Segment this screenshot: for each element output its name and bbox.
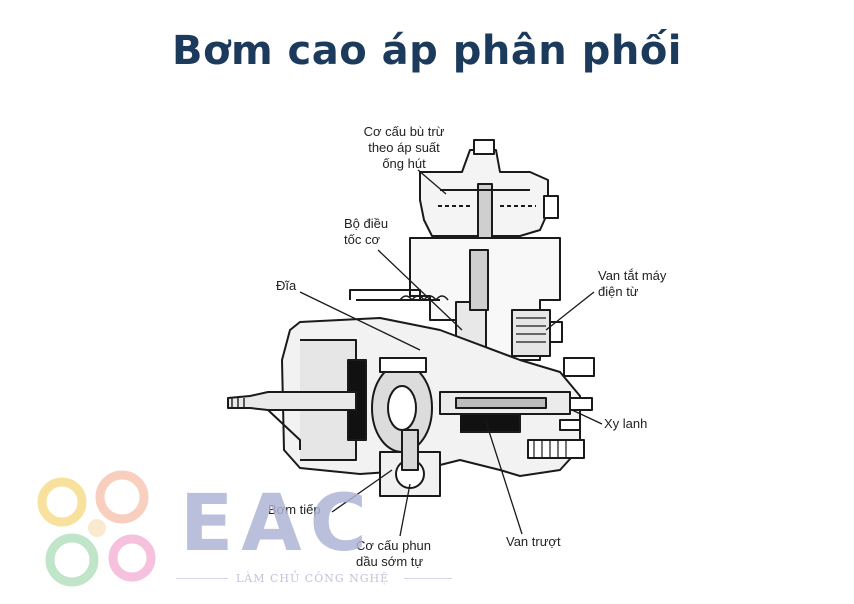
pump-body xyxy=(227,139,595,497)
label-timer: Cơ cấu phun dầu sớm tự xyxy=(356,538,432,569)
watermark-brand: EAC xyxy=(180,479,375,569)
tagline-rule-left xyxy=(176,578,228,579)
label-slide-valve: Van trượt xyxy=(506,534,561,549)
label-governor: Bộ điều tốc cơ xyxy=(344,216,389,247)
tagline-rule-right xyxy=(404,578,452,579)
label-disc: Đĩa xyxy=(276,278,297,293)
label-cylinder: Xy lanh xyxy=(604,416,648,431)
label-feed-pump: Bơm tiếp xyxy=(268,502,321,517)
label-solenoid: Van tắt máy điện từ xyxy=(598,268,667,299)
leader-lines xyxy=(299,169,603,537)
page-title: Bơm cao áp phân phối xyxy=(171,28,683,74)
watermark-tagline: LÀM CHỦ CÔNG NGHỆ xyxy=(236,572,390,585)
eac-logo-icon xyxy=(37,470,156,587)
label-compensator: Cơ cấu bù trừ theo áp suất ống hút xyxy=(363,124,445,171)
